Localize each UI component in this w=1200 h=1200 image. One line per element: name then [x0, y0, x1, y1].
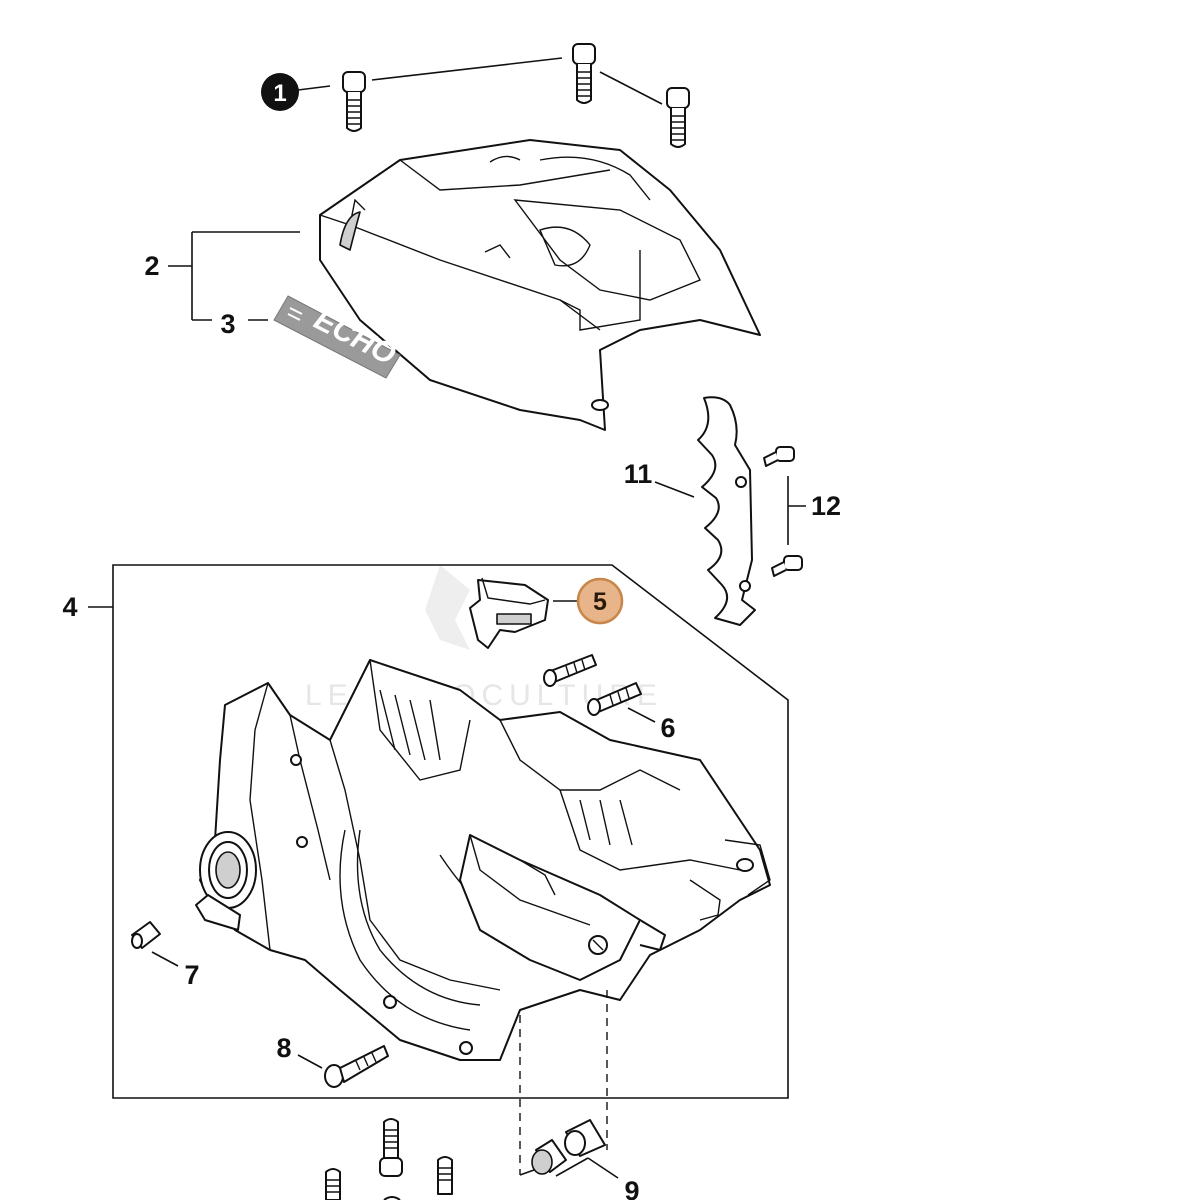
callout-5[interactable]: 5	[576, 577, 624, 625]
screw-12a	[763, 446, 795, 467]
callout-8-label: 8	[276, 1033, 291, 1063]
callout-7[interactable]: 7	[184, 960, 199, 990]
callout-3[interactable]: 3	[220, 309, 235, 339]
screw-12b	[771, 555, 803, 577]
callout-8[interactable]: 8	[276, 1033, 291, 1063]
screw-1a	[342, 71, 366, 132]
bottom-screw-a	[379, 1118, 403, 1177]
callout-6[interactable]: 6	[660, 713, 675, 743]
plug-part-7	[131, 921, 179, 967]
callout-12[interactable]: 12	[811, 491, 841, 521]
clip-part-5	[469, 577, 578, 649]
top-cover	[192, 139, 761, 431]
assembly-box-4	[88, 564, 789, 1099]
bracket-2-3	[168, 232, 268, 321]
bumper-spike	[654, 396, 806, 626]
callout-4-label: 4	[62, 592, 77, 622]
stud-6a	[543, 654, 597, 687]
stud-6b	[587, 682, 642, 716]
callout-1-label: 1	[273, 80, 286, 107]
callout-9[interactable]: 9	[624, 1176, 639, 1200]
callout-12-label: 12	[811, 491, 841, 521]
callout-1[interactable]: 1	[261, 73, 299, 111]
callout-3-label: 3	[220, 309, 235, 339]
screw-1b	[572, 43, 596, 104]
bolt-part-8	[297, 1045, 389, 1088]
bottom-screws	[325, 1118, 453, 1200]
damper-9a	[531, 1139, 567, 1175]
bearing-ring	[199, 831, 257, 909]
callout-6-label: 6	[660, 713, 675, 743]
callout-2[interactable]: 2	[144, 251, 159, 281]
callout-11-label: 11	[624, 459, 653, 489]
bottom-screw-c	[325, 1168, 341, 1200]
screw-1c	[666, 87, 690, 148]
callout-7-label: 7	[184, 960, 199, 990]
dampers-9	[531, 1119, 619, 1179]
callout-2-label: 2	[144, 251, 159, 281]
callout-11[interactable]: 11	[624, 459, 653, 489]
crankcase	[195, 659, 771, 1176]
studs-6	[543, 654, 656, 723]
callout-9-label: 9	[624, 1176, 639, 1200]
callout-5-label: 5	[593, 588, 607, 616]
callout-4[interactable]: 4	[62, 592, 77, 622]
screws-group-1	[297, 43, 690, 148]
damper-9b	[564, 1119, 606, 1157]
bottom-screw-b	[437, 1156, 453, 1195]
